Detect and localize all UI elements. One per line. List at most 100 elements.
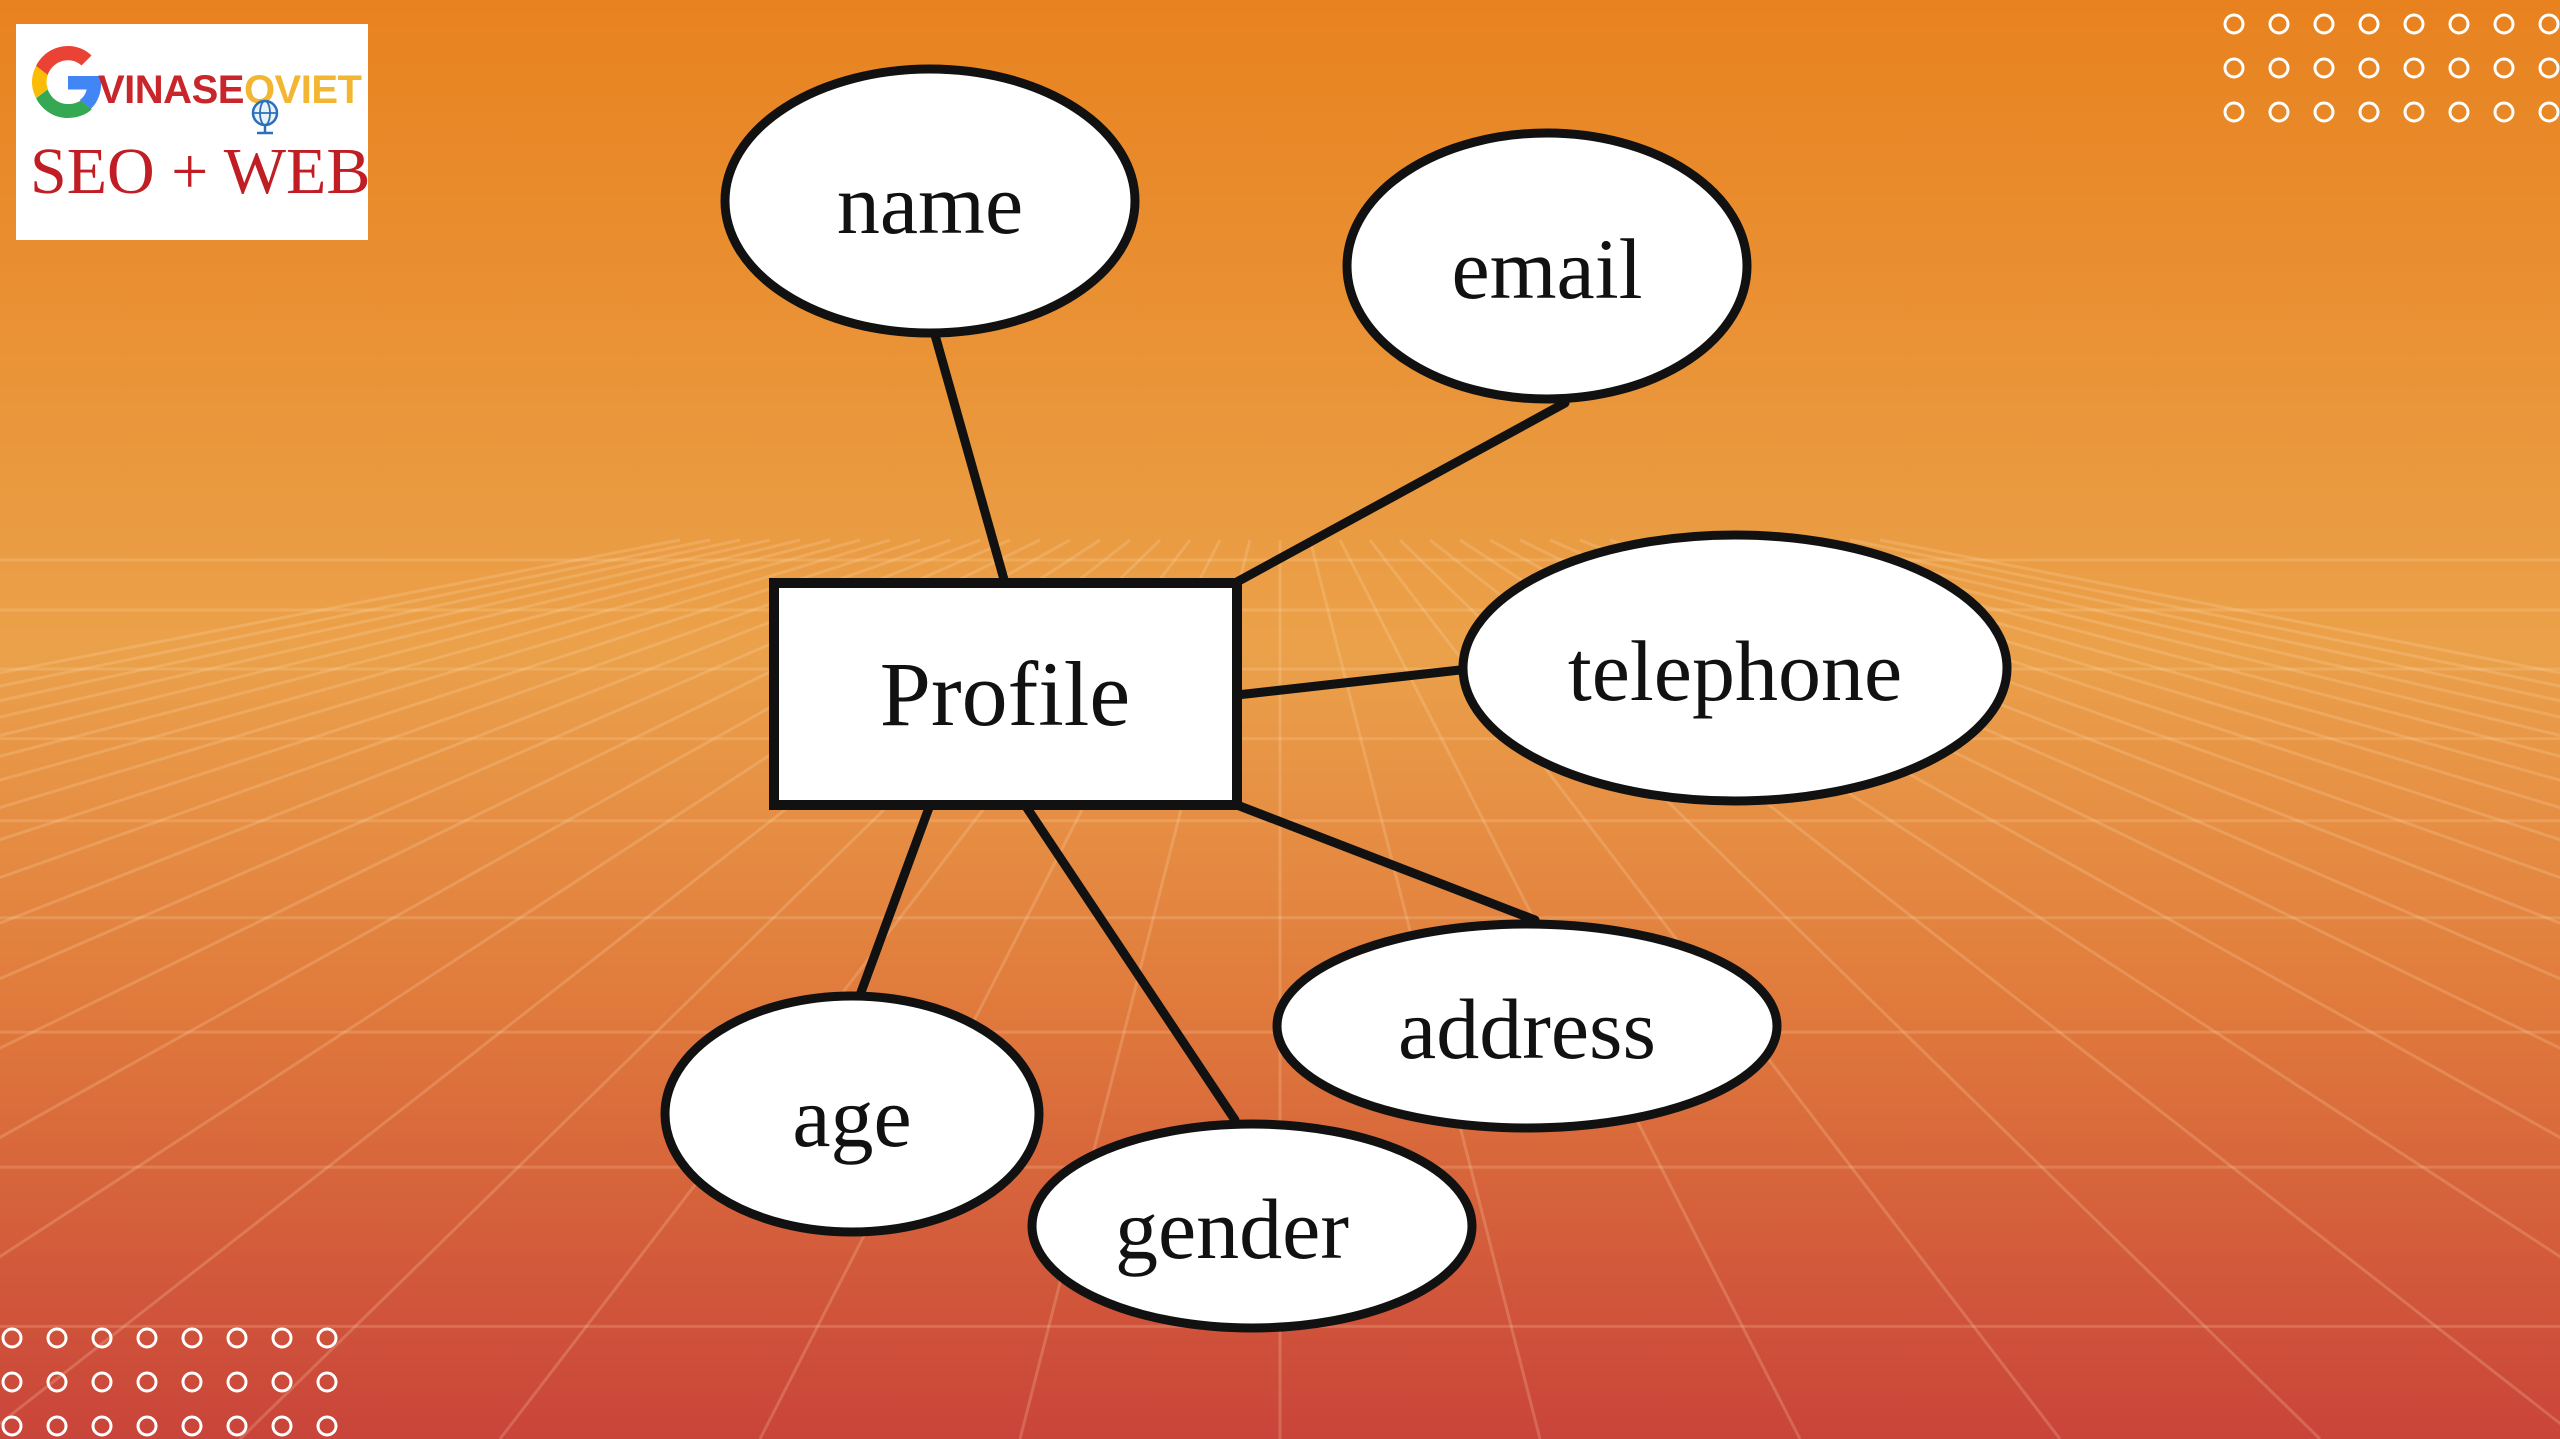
- dot-pattern-decoration: [2223, 13, 2560, 123]
- decorative-dot: [91, 1415, 113, 1437]
- decorative-dot: [316, 1371, 338, 1393]
- decorative-dot: [2313, 101, 2335, 123]
- decorative-dot: [2268, 57, 2290, 79]
- decorative-dot: [2493, 57, 2515, 79]
- attribute-ellipse: [1458, 530, 2012, 806]
- grid-line: [0, 538, 741, 703]
- connector-gender: [1020, 800, 1240, 1125]
- grid-line: [1819, 538, 2560, 703]
- attribute-label: gender: [1115, 1181, 1349, 1277]
- decorative-dot: [2448, 57, 2470, 79]
- attribute-label: telephone: [1568, 623, 1902, 719]
- decorative-dot: [2538, 13, 2560, 35]
- decorative-dot: [2448, 101, 2470, 123]
- decorative-dot: [271, 1415, 293, 1437]
- grid-line: [0, 538, 891, 810]
- decorative-dot: [91, 1371, 113, 1393]
- globe-icon: [251, 99, 279, 135]
- attribute-ellipse: [1342, 128, 1752, 404]
- connector-telephone: [1232, 665, 1465, 700]
- connector-age: [855, 800, 935, 1000]
- decorative-dot: [46, 1415, 68, 1437]
- decorative-dot: [2358, 101, 2380, 123]
- grid-line: [0, 538, 951, 880]
- grid-line: [0, 538, 801, 737]
- decorative-dot: [2313, 13, 2335, 35]
- grid-line: [1639, 538, 2560, 842]
- decorative-dot: [91, 1327, 113, 1349]
- grid-line: [0, 538, 921, 842]
- grid-line: [1669, 538, 2560, 810]
- decorative-dot: [2268, 13, 2290, 35]
- decorative-dot: [181, 1327, 203, 1349]
- logo-brand-part1: VINASE: [98, 68, 244, 112]
- decorative-dot: [1, 1371, 23, 1393]
- decorative-dot: [1, 1327, 23, 1349]
- decorative-dot: [2493, 101, 2515, 123]
- decorative-dot: [2223, 13, 2245, 35]
- decorative-dot: [1, 1415, 23, 1437]
- attribute-label: age: [792, 1069, 911, 1165]
- decorative-dot: [226, 1371, 248, 1393]
- connector-name: [930, 330, 1010, 588]
- grid-line: [1789, 538, 2560, 719]
- attribute-email: email: [1342, 128, 1752, 404]
- decorative-dot: [2268, 101, 2290, 123]
- grid-line: [0, 538, 861, 782]
- connector-address: [1232, 800, 1540, 925]
- grid-line: [0, 538, 1041, 1050]
- grid-line: [1759, 538, 2560, 737]
- decorative-dot: [2313, 57, 2335, 79]
- decorative-dot: [46, 1371, 68, 1393]
- grid-line: [1729, 538, 2560, 758]
- decorative-dot: [2538, 57, 2560, 79]
- attribute-label: email: [1451, 221, 1642, 317]
- decorative-dot: [2403, 13, 2425, 35]
- decorative-dot: [271, 1327, 293, 1349]
- decorative-dot: [2358, 57, 2380, 79]
- decorative-dot: [2538, 101, 2560, 123]
- decorative-dot: [136, 1415, 158, 1437]
- attribute-age: age: [660, 991, 1044, 1237]
- attribute-name: name: [720, 64, 1140, 338]
- attribute-gender: gender: [1027, 1119, 1477, 1333]
- attribute-ellipse: [660, 991, 1044, 1237]
- entity-profile: Profile: [769, 578, 1242, 810]
- attribute-address: address: [1272, 919, 1782, 1133]
- decorative-dot: [226, 1327, 248, 1349]
- decorative-dot: [316, 1327, 338, 1349]
- grid-line: [1699, 538, 2560, 782]
- logo-subtitle: SEO + WEB: [30, 135, 371, 208]
- connector-email: [1230, 398, 1570, 588]
- decorative-dot: [136, 1327, 158, 1349]
- dot-pattern-decoration: [1, 1327, 338, 1437]
- decorative-dot: [226, 1415, 248, 1437]
- decorative-dot: [2403, 57, 2425, 79]
- attribute-ellipse: [720, 64, 1140, 338]
- grid-line: [0, 538, 771, 719]
- logo: VINASEOVIET SEO + WEB: [16, 24, 371, 240]
- attribute-label: name: [837, 156, 1023, 252]
- attribute-ellipse: [1272, 919, 1782, 1133]
- decorative-dot: [181, 1371, 203, 1393]
- google-g-icon: [32, 46, 102, 118]
- decorative-dot: [2358, 13, 2380, 35]
- decorative-dot: [2223, 101, 2245, 123]
- attribute-telephone: telephone: [1458, 530, 2012, 806]
- decorative-dot: [136, 1371, 158, 1393]
- decorative-dot: [2403, 101, 2425, 123]
- decorative-dot: [46, 1327, 68, 1349]
- decorative-dot: [2223, 57, 2245, 79]
- attribute-ellipse: [1027, 1119, 1477, 1333]
- grid-line: [0, 538, 831, 758]
- entity-box: [769, 578, 1242, 810]
- entity-label: Profile: [880, 643, 1130, 745]
- grid-line: [1609, 538, 2560, 880]
- decorative-dot: [271, 1371, 293, 1393]
- grid-line: [0, 538, 1011, 981]
- decorative-dot: [181, 1415, 203, 1437]
- decorative-dot: [2448, 13, 2470, 35]
- attribute-label: address: [1398, 981, 1656, 1077]
- grid-line: [0, 538, 981, 925]
